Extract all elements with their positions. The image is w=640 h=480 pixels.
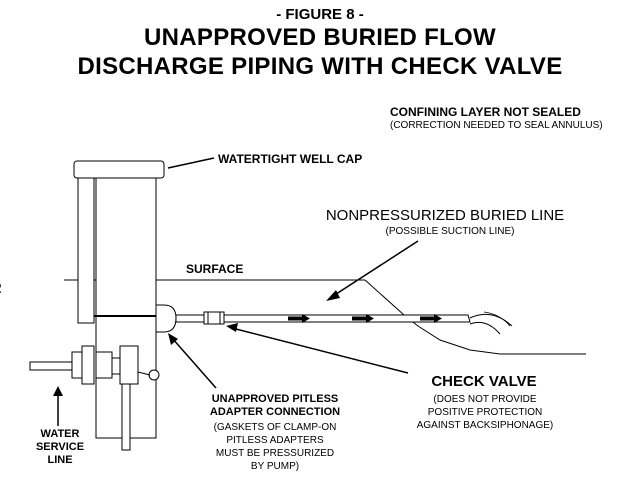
discharge-water [483,311,511,327]
pitless-adapter [155,304,177,333]
buried-discharge-pipe [175,314,471,323]
service-fitting-3 [95,351,113,379]
adapter-note-line: MUST BE PRESSURIZED [215,448,335,459]
water-service-label-line: WATER [40,428,80,440]
buried-line-heading: NONPRESSURIZED BURIED LINE [325,207,565,224]
figure-title-line1: UNAPPROVED BURIED FLOW [144,24,496,51]
check-valve [203,311,225,325]
flow-arrow-2 [352,314,374,323]
buried-line-leader [329,240,419,299]
check-valve-note-line: POSITIVE PROTECTION [427,407,543,418]
adapter-heading-line: UNAPPROVED PITLESS [211,393,339,405]
service-valve-stem [137,371,151,376]
figure-title-line2: DISCHARGE PIPING WITH CHECK VALVE [77,53,563,80]
check-valve-note: (DOES NOT PROVIDE POSITIVE PROTECTION AG… [380,393,590,432]
confining-layer-heading: CONFINING LAYER NOT SEALED [390,105,581,119]
service-fitting-2 [81,345,95,385]
discharge-outlet [469,313,513,327]
page-number: 24 [0,283,2,295]
water-service-label-line: LINE [47,454,73,466]
well-cap-leader [167,157,215,169]
service-fitting-4 [111,357,121,375]
surface-label: SURFACE [186,262,244,276]
figure-label: - FIGURE 8 - [276,6,364,23]
check-valve-note-line: AGAINST BACKSIPHONAGE) [416,420,554,431]
adapter-arrowhead [168,333,178,345]
buried-line-arrowhead [326,290,340,301]
service-valve-knob [148,369,160,381]
service-fitting-1 [71,351,83,379]
adapter-note-line: (GASKETS OF CLAMP-ON [213,422,337,433]
discharge-outlet-lower [469,321,501,335]
adapter-heading-line: ADAPTER CONNECTION [209,406,341,418]
flow-arrow-3 [420,314,442,323]
check-valve-note-line: (DOES NOT PROVIDE [433,394,537,405]
well-cap [73,160,165,179]
check-valve-arrowhead [226,323,238,332]
water-service-arrowhead [53,386,63,396]
service-tee-pipe [121,383,131,451]
check-valve-leader [231,327,409,374]
adapter-note: (GASKETS OF CLAMP-ON PITLESS ADAPTERS MU… [180,421,370,473]
service-fitting-5 [119,345,139,385]
adapter-leader [171,337,217,389]
adapter-heading: UNAPPROVED PITLESS ADAPTER CONNECTION [180,393,370,419]
adapter-note-line: PITLESS ADAPTERS [226,435,324,446]
flow-arrow-1 [288,314,310,323]
water-service-label: WATER SERVICE LINE [28,428,92,467]
adapter-note-line: BY PUMP) [250,461,300,472]
check-valve-heading: CHECK VALVE [431,373,537,390]
drop-pipe [77,174,95,324]
confining-layer-note: (CORRECTION NEEDED TO SEAL ANNULUS) [390,120,603,131]
buried-line-note: (POSSIBLE SUCTION LINE) [385,226,515,237]
water-service-label-line: SERVICE [35,441,85,453]
well-cap-label: WATERTIGHT WELL CAP [218,152,363,166]
